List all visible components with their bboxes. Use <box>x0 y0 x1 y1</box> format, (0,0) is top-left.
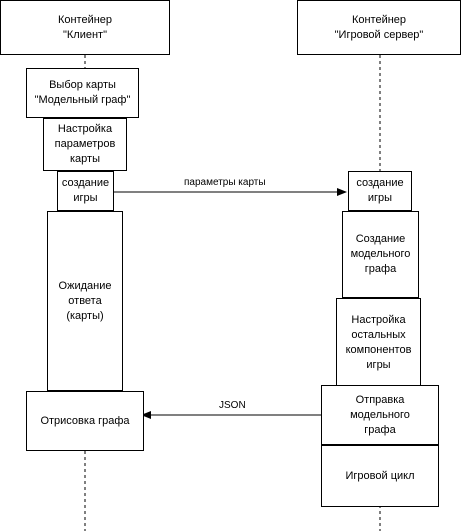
send-model-graph-step: Отправка модельного графа <box>321 385 439 445</box>
json-message-label: JSON <box>219 400 246 411</box>
setup-components-step: Настройка остальных компонентов игры <box>336 298 421 388</box>
server-create-game-step: создание игры <box>348 171 412 211</box>
client-container-header: Контейнер "Клиент" <box>0 0 170 55</box>
waiting-step: Ожидание ответа (карты) <box>47 211 123 391</box>
map-params-step: Настройка параметров карты <box>43 118 127 171</box>
client-create-game-step: создание игры <box>57 171 114 211</box>
render-graph-step: Отрисовка графа <box>26 391 144 451</box>
map-params-message-label: параметры карты <box>184 177 266 188</box>
create-model-graph-step: Создание модельного графа <box>342 211 419 298</box>
server-container-header: Контейнер "Игровой сервер" <box>297 0 461 55</box>
map-select-step: Выбор карты "Модельный граф" <box>26 68 139 118</box>
game-loop-step: Игровой цикл <box>321 445 439 507</box>
